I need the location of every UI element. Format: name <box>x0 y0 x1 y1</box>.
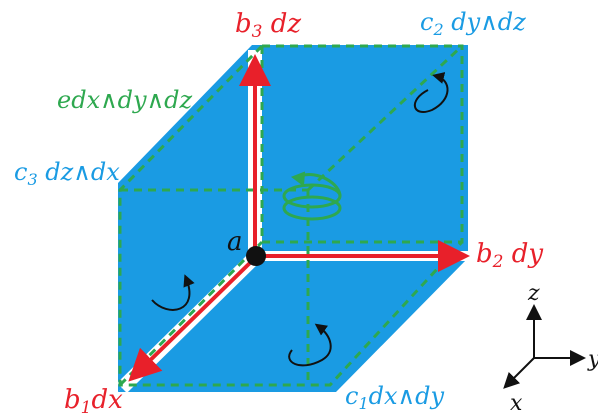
vector-b1 <box>128 256 257 382</box>
label-b1-dx: b1dx <box>64 385 123 417</box>
curved-arrow-icon <box>151 274 195 311</box>
axis-y-label: y <box>587 347 598 372</box>
axis-x-label: x <box>510 391 523 416</box>
axis-z-label: z <box>527 281 540 306</box>
label-c3-dzdx: c3 dz∧dx <box>14 158 120 189</box>
label-b3-dz: b3 dz <box>235 9 301 42</box>
plane-dz-dx <box>118 45 252 392</box>
helix-arrow-icon <box>282 171 342 221</box>
plane-dy-dz <box>252 45 468 258</box>
label-a: a <box>227 227 243 257</box>
coordinate-axes: z y x <box>503 281 598 416</box>
label-c1-dxdy: c1dx∧dy <box>345 382 444 413</box>
axis-x-arrow <box>503 357 535 389</box>
plane-dx-dy <box>118 258 468 392</box>
label-b2-dy: b2 dy <box>476 239 543 272</box>
curved-arrow-icon <box>288 323 332 367</box>
label-c2-dydz: c2 dy∧dz <box>420 8 526 39</box>
origin-point <box>246 246 266 266</box>
curved-arrow-icon <box>414 72 449 113</box>
label-e-volume-form: edx∧dy∧dz <box>57 86 193 114</box>
